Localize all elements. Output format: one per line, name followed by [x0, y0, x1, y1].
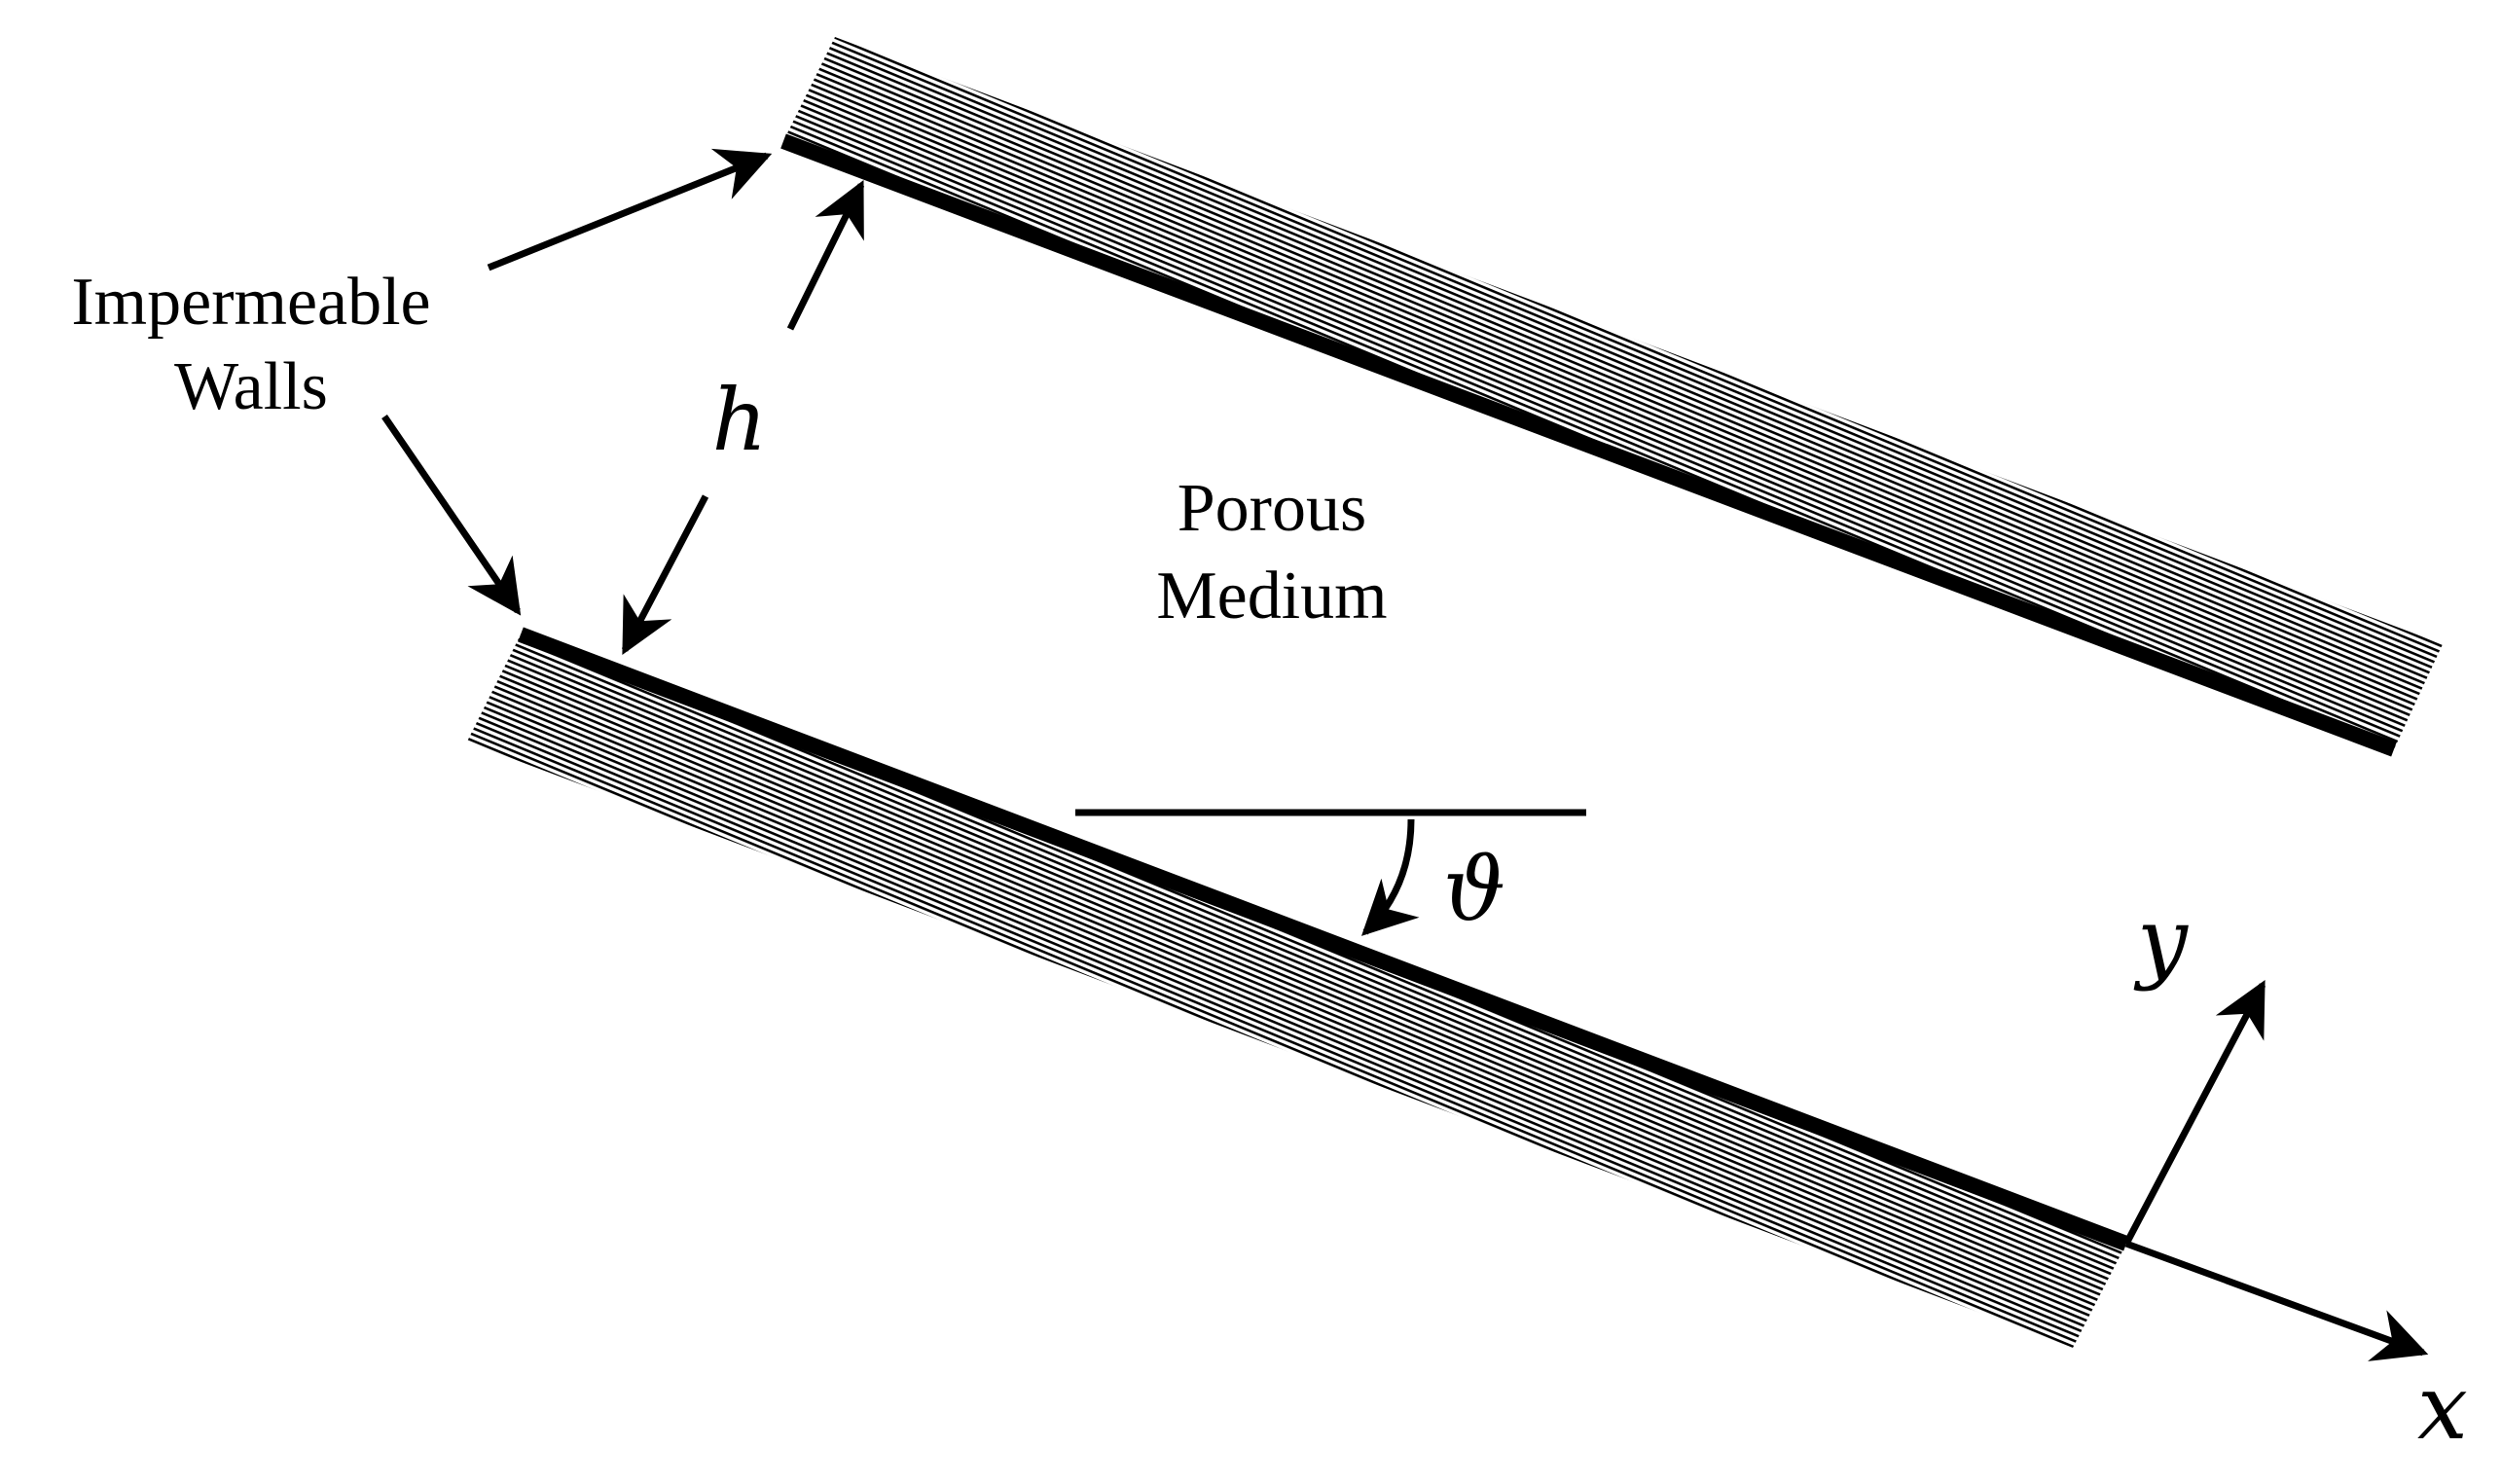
gap-dimension-arrow-up — [786, 179, 865, 331]
y-axis-arrow — [2122, 980, 2266, 1246]
lower-wall-line — [518, 627, 2129, 1251]
upper-wall-line — [780, 133, 2397, 757]
y-axis-label: y — [2133, 888, 2189, 993]
x-axis-label: x — [2417, 1356, 2468, 1460]
angle-symbol-theta: ϑ — [1443, 839, 1505, 941]
porous-label-line1: Porous — [1178, 471, 1366, 546]
angle-arc — [1360, 818, 1420, 936]
upper-wall-pointer-arrow — [487, 148, 773, 271]
upper-wall-hatching — [783, 37, 2443, 749]
x-axis-arrow — [2124, 1240, 2429, 1361]
impermeable-label-line1: Impermeable — [71, 265, 430, 340]
impermeable-label-line2: Walls — [174, 349, 328, 424]
lower-wall-hatching — [467, 634, 2126, 1348]
porous-label-line2: Medium — [1156, 559, 1387, 633]
lower-wall-pointer-arrow — [381, 415, 522, 616]
gap-symbol-h: h — [712, 370, 768, 470]
gap-dimension-arrow-down — [621, 494, 709, 655]
